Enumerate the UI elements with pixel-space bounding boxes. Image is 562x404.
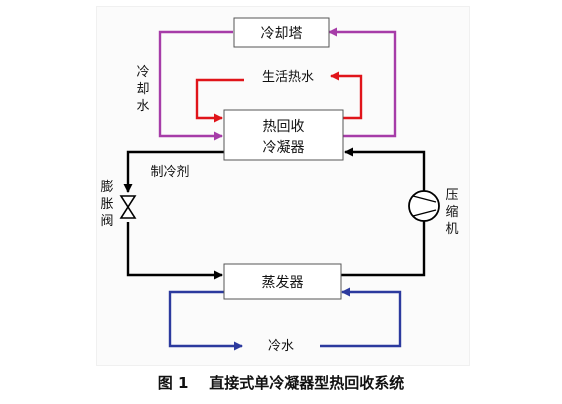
svg-text:压: 压 <box>445 188 458 203</box>
cooling-water-supply-line <box>158 30 233 141</box>
condenser-box <box>223 109 344 161</box>
chilled-water-supply-line <box>168 290 243 351</box>
cooling-tower-box <box>233 17 330 48</box>
refrigerant-line-condenser-to-valve <box>123 150 225 193</box>
condenser-label-line2: 冷凝器 <box>263 140 305 156</box>
chilled-water-return-line <box>320 287 402 348</box>
cooling-water-return-line <box>328 27 397 138</box>
svg-text:水: 水 <box>136 99 149 114</box>
cooling-water-label: 冷 却 水 <box>136 65 149 114</box>
evaporator-label: 蒸发器 <box>262 275 304 291</box>
domestic-hot-water-label: 生活热水 <box>262 70 314 85</box>
cooling-tower: 冷却塔 <box>233 17 330 48</box>
hot-water-loop <box>195 71 363 123</box>
cooling-tower-label: 冷却塔 <box>261 26 303 42</box>
evaporator: 蒸发器 <box>223 263 342 300</box>
svg-text:膨: 膨 <box>100 180 113 195</box>
chilled-water-label: 冷水 <box>268 339 294 354</box>
figure-caption: 图 1 直接式单冷凝器型热回收系统 <box>157 374 405 392</box>
refrigerant-line-evaporator-to-compressor <box>340 221 426 277</box>
cooling-water-loop <box>158 27 397 141</box>
condenser-label-line1: 热回收 <box>263 119 305 135</box>
refrigerant-line-valve-to-evaporator <box>126 222 223 280</box>
heat-recovery-diagram: 冷却塔 热回收 冷凝器 蒸发器 冷 却 水 生活热水 制冷剂 膨 胀 阀 压 缩… <box>100 17 459 354</box>
svg-text:胀: 胀 <box>100 197 113 212</box>
hot-water-return-line <box>330 71 363 120</box>
expansion-valve-label: 膨 胀 阀 <box>100 180 113 229</box>
compressor-icon <box>408 190 440 222</box>
svg-text:阀: 阀 <box>100 214 113 229</box>
refrigerant-label: 制冷剂 <box>150 165 189 180</box>
compressor-label: 压 缩 机 <box>445 188 458 237</box>
evaporator-box <box>223 263 342 300</box>
refrigerant-loop <box>123 147 426 280</box>
expansion-valve-icon <box>119 195 137 219</box>
hot-water-supply-line <box>195 78 244 123</box>
svg-text:却: 却 <box>136 82 149 97</box>
refrigerant-line-compressor-to-condenser <box>344 147 426 191</box>
chilled-water-loop <box>168 287 402 351</box>
svg-text:机: 机 <box>445 222 458 237</box>
svg-text:冷: 冷 <box>136 65 149 80</box>
diagram-background <box>96 6 470 366</box>
svg-text:缩: 缩 <box>445 204 458 220</box>
heat-recovery-condenser: 热回收 冷凝器 <box>223 109 344 161</box>
